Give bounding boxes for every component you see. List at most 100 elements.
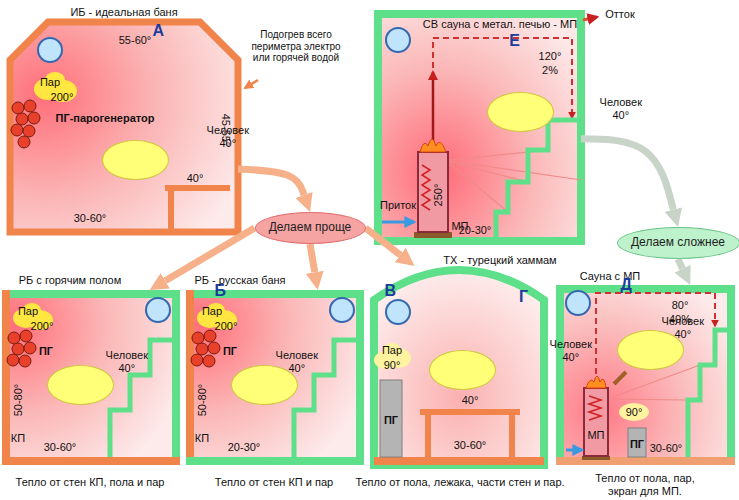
russian-bath-hot-floor-room	[2, 457, 180, 465]
annotation-label: 55-60°	[119, 34, 152, 47]
transition-ellipse: Делаем проще	[255, 212, 366, 244]
annotation-label: 40°	[187, 172, 204, 185]
annotation-label: Пар	[18, 305, 38, 318]
annotation-label: 80°	[672, 299, 689, 312]
metal-stove-sauna-room	[583, 17, 597, 20]
annotation-label: ПГ-парогенератор	[56, 112, 155, 125]
ideal-bath-room	[28, 112, 40, 124]
sauna-with-stove-room	[584, 388, 608, 456]
sauna-with-stove-room	[610, 365, 700, 400]
annotation-label: 30-60°	[44, 441, 77, 454]
metal-stove-sauna-room	[432, 72, 435, 146]
russian-bath-hot-floor-room	[2, 290, 180, 465]
annotation-label: Подогрев всего периметра электро или гор…	[248, 29, 344, 64]
panel-caption: Тепло от стен КП и пар	[215, 476, 333, 489]
node-label: Человек 40°	[276, 350, 318, 375]
sauna-with-stove-room	[610, 399, 688, 400]
flow-arrow	[310, 244, 315, 272]
hammam-room	[374, 457, 544, 465]
node-label: Человек 40°	[600, 97, 642, 122]
sauna-with-stove-room	[589, 396, 601, 420]
sauna-with-stove-room	[556, 285, 735, 465]
annotation-label: 40%	[669, 313, 691, 326]
metal-stove-sauna-room	[422, 165, 430, 210]
annotation-label: 90°	[384, 359, 401, 372]
flow-arrow	[581, 139, 673, 210]
ideal-bath-room	[245, 80, 258, 88]
ideal-bath-room	[12, 102, 24, 114]
metal-stove-sauna-room	[382, 221, 414, 224]
russian-bath-room	[186, 457, 364, 465]
person-ellipse: Человек 40°	[429, 350, 496, 390]
annotation-label: Пар	[382, 344, 402, 357]
node-label: Человек 40°	[106, 350, 148, 375]
annotation-label: 2%	[542, 64, 558, 77]
sauna-with-stove-room	[586, 376, 606, 388]
node-label: А	[152, 22, 164, 40]
node-label: Делаем проще	[269, 221, 352, 235]
annotation-label: 120°	[539, 50, 562, 63]
metal-stove-sauna-room	[420, 139, 446, 152]
annotation-label: 30-60°	[74, 212, 107, 225]
annotation-label: МП	[587, 429, 604, 442]
annotation-label: 50-80°	[196, 384, 209, 417]
sauna-with-stove-room	[556, 285, 735, 465]
annotation-label: 20-30°	[459, 224, 492, 237]
ideal-bath-room	[24, 100, 36, 112]
metal-stove-sauna-room	[450, 161, 581, 180]
node-label: Г	[519, 288, 528, 306]
letter-badge: Е	[385, 27, 411, 53]
node-label: Человек 40°	[550, 339, 592, 364]
sauna-with-stove-room	[610, 365, 700, 398]
annotation-label: ПГ	[223, 345, 237, 358]
annotation-label: 250°	[432, 184, 445, 207]
ideal-bath-room	[18, 136, 30, 148]
ideal-bath-room	[10, 22, 238, 232]
metal-stove-sauna-room	[378, 14, 581, 241]
node-label: Е	[509, 32, 520, 50]
annotation-label: 50-80°	[12, 384, 25, 417]
person-ellipse: Человек 40°	[231, 365, 298, 405]
letter-badge: В	[329, 297, 355, 323]
sauna-with-stove-room	[688, 330, 731, 457]
russian-bath-hot-floor-room	[2, 290, 180, 465]
annotation-label: 45-55°	[220, 114, 233, 147]
hammam-room	[380, 380, 402, 457]
node-label: Д	[621, 276, 632, 294]
letter-badge: Б	[145, 297, 171, 323]
flow-arrow	[366, 228, 401, 255]
flow-arrow	[238, 169, 304, 195]
sauna-with-stove-room	[614, 372, 626, 384]
flow-arrow	[165, 228, 254, 281]
annotation-label: 40°	[462, 394, 479, 407]
panel-title: ИБ - идеальная баня	[70, 6, 177, 19]
transition-ellipse: Делаем сложнее	[617, 227, 739, 259]
sauna-with-stove-room	[556, 285, 735, 465]
russian-bath-room	[186, 290, 364, 465]
annotation-label: Приток	[380, 199, 416, 212]
annotation-label: ПГ	[39, 345, 53, 358]
metal-stove-sauna-room	[450, 164, 508, 212]
letter-badge: А	[37, 37, 63, 63]
metal-stove-sauna-room	[450, 162, 528, 182]
sauna-with-stove-room	[619, 403, 649, 421]
flow-arrow	[678, 259, 683, 269]
node-label: Делаем сложнее	[631, 236, 725, 250]
person-ellipse: Человек 40°	[47, 365, 114, 405]
annotation-label: 200°	[215, 320, 238, 333]
ideal-bath-room	[11, 124, 23, 136]
annotation-label: Пар	[202, 305, 222, 318]
annotation-label: 90°	[626, 406, 643, 419]
hammam-room	[374, 270, 544, 465]
sauna-with-stove-room	[566, 449, 582, 452]
person-ellipse: Человек 40°	[487, 92, 554, 132]
bath-panel: Сауна с МПТепло от пола, пар, экран для …	[556, 285, 735, 465]
hammam-room	[420, 412, 520, 457]
annotation-label: 30-60°	[454, 439, 487, 452]
person-ellipse: Человек 40°	[617, 330, 684, 370]
metal-stove-sauna-room	[496, 120, 581, 237]
sauna-with-stove-room	[628, 428, 646, 457]
annotation-label: Отток	[605, 8, 634, 21]
annotation-label: Пар	[40, 76, 60, 89]
